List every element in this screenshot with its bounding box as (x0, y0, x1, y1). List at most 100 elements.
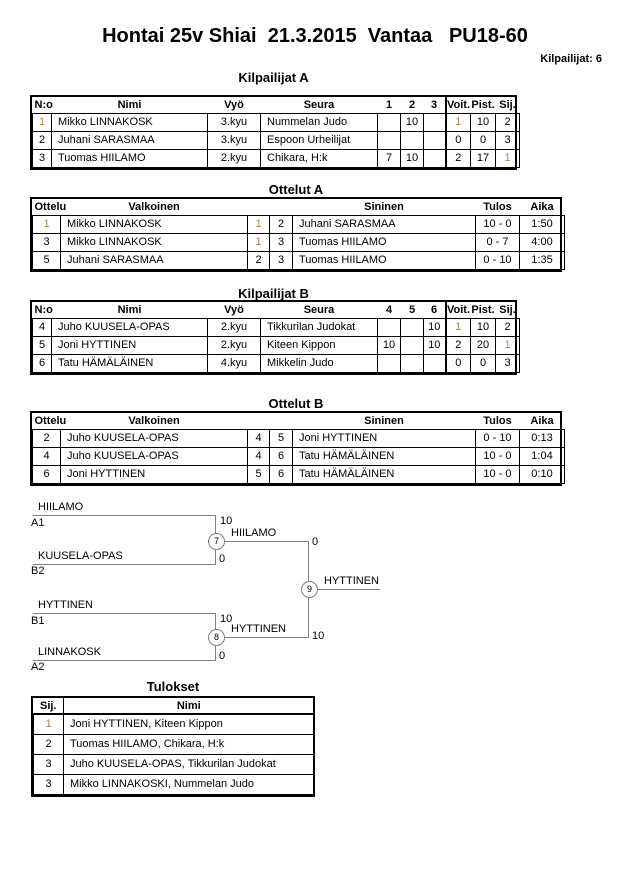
cell-blue-no: 5 (269, 428, 293, 448)
cell-place: 3 (33, 773, 64, 795)
col-header-wins: Voit. (444, 302, 471, 319)
cell-belt: 3.kyu (207, 112, 261, 132)
table-row: 3 Tuomas HIILAMO 2.kyu Chikara, H:k 7 10… (32, 148, 520, 168)
cell-white-name: Mikko LINNAKOSK (60, 214, 248, 234)
cell-result: 10 - 0 (475, 464, 520, 484)
cell-m2 (400, 353, 424, 373)
cell-blue-name: Tatu HÄMÄLÄINEN (292, 446, 476, 466)
table-row: 5 Joni HYTTINEN 2.kyu Kiteen Kippon 10 1… (32, 335, 520, 355)
cell-m1 (377, 353, 401, 373)
cell-place: 2 (495, 112, 520, 132)
cell-place: 2 (33, 733, 64, 755)
cell-name: Mikko LINNAKOSKI, Nummelan Judo (63, 773, 314, 795)
cell-blue-name: Tatu HÄMÄLÄINEN (292, 464, 476, 484)
col-header-place: Sij. (495, 302, 520, 319)
table-row: 6 Tatu HÄMÄLÄINEN 4.kyu Mikkelin Judo 0 … (32, 353, 520, 373)
bracket-score: 10 (220, 613, 233, 625)
bracket-winner-name: HIILAMO (231, 527, 277, 539)
table-header-row: N:o Nimi Vyö Seura 4 5 6 Voit. Pist. Sij… (32, 302, 520, 319)
table-header-row: Ottelu Valkoinen Sininen Tulos Aika (32, 199, 565, 216)
cell-m3: 10 (423, 335, 446, 355)
cell-m3 (423, 112, 446, 132)
col-header-m1: 4 (377, 302, 401, 319)
col-header-place: Sij. (495, 97, 520, 114)
cell-name: Joni HYTTINEN, Kiteen Kippon (63, 713, 314, 735)
table-row: 6 Joni HYTTINEN 5 6 Tatu HÄMÄLÄINEN 10 -… (32, 464, 565, 484)
cell-white-name: Mikko LINNAKOSK (60, 232, 248, 252)
cell-name: Joni HYTTINEN (51, 335, 208, 355)
cell-no: 3 (32, 148, 52, 168)
bracket-line (216, 637, 308, 638)
col-header-result: Tulos (475, 199, 520, 216)
col-header-white: Valkoinen (60, 199, 248, 216)
cell-time: 1:04 (519, 446, 565, 466)
cell-m3 (423, 353, 446, 373)
col-header-name: Nimi (51, 302, 208, 319)
cell-place: 2 (495, 317, 520, 337)
cell-blue-no: 3 (269, 250, 293, 270)
col-header-no: N:o (32, 302, 53, 319)
bracket-score: 0 (219, 650, 226, 662)
cell-white-no: 5 (247, 464, 270, 484)
col-header-name: Nimi (63, 698, 314, 715)
cell-blue-no: 6 (269, 446, 293, 466)
section-title-pool-a: Kilpailijat A (238, 70, 309, 85)
col-header-m3: 3 (423, 97, 446, 114)
col-header-result: Tulos (475, 413, 520, 430)
bracket-winner-name: HYTTINEN (231, 623, 286, 635)
cell-white-name: Joni HYTTINEN (60, 464, 248, 484)
cell-result: 0 - 7 (475, 232, 520, 252)
table-row: 2 Juhani SARASMAA 3.kyu Espoon Urheilija… (32, 130, 520, 150)
cell-points: 0 (470, 130, 496, 150)
cell-wins: 1 (444, 112, 471, 132)
table-row: 5 Juhani SARASMAA 2 3 Tuomas HIILAMO 0 -… (32, 250, 565, 270)
cell-name: Tuomas HIILAMO, Chikara, H:k (63, 733, 314, 755)
cell-no: 2 (32, 130, 52, 150)
bracket-competitor-name: HYTTINEN (38, 599, 93, 611)
bracket-line (33, 515, 216, 516)
cell-no: 6 (32, 353, 52, 373)
cell-blue-no: 3 (269, 232, 293, 252)
col-header-wins: Voit. (444, 97, 471, 114)
section-title-matches-a: Ottelut A (268, 182, 324, 197)
results-table: Sij. Nimi 1 Joni HYTTINEN, Kiteen Kippon… (31, 696, 315, 797)
bracket-seed-label: B1 (31, 615, 45, 627)
table-row: 3 Mikko LINNAKOSKI, Nummelan Judo (33, 773, 314, 795)
bracket-competitor-name: HIILAMO (38, 501, 84, 513)
cell-name: Tuomas HIILAMO (51, 148, 208, 168)
col-header-time: Aika (519, 413, 565, 430)
cell-place: 3 (495, 130, 520, 150)
cell-match-no: 2 (32, 428, 61, 448)
table-header-row: Sij. Nimi (33, 698, 314, 715)
cell-club: Mikkelin Judo (260, 353, 378, 373)
bracket-line (33, 660, 216, 661)
cell-blue-name: Juhani SARASMAA (292, 214, 476, 234)
cell-name: Juho KUUSELA-OPAS (51, 317, 208, 337)
cell-time: 1:35 (519, 250, 565, 270)
cell-no: 1 (32, 112, 52, 132)
cell-club: Tikkurilan Judokat (260, 317, 378, 337)
col-header-place: Sij. (33, 698, 64, 715)
bracket-seed-label: B2 (31, 565, 45, 577)
cell-wins: 2 (444, 148, 471, 168)
cell-belt: 4.kyu (207, 353, 261, 373)
cell-m1 (377, 112, 401, 132)
cell-result: 0 - 10 (475, 250, 520, 270)
cell-belt: 2.kyu (207, 148, 261, 168)
cell-white-no: 4 (247, 428, 270, 448)
cell-club: Kiteen Kippon (260, 335, 378, 355)
bracket-competitor-name: LINNAKOSK (38, 646, 101, 658)
cell-points: 10 (470, 112, 496, 132)
col-header-m1: 1 (377, 97, 401, 114)
cell-m2 (400, 130, 424, 150)
cell-blue-no: 2 (269, 214, 293, 234)
col-header-belt: Vyö (207, 302, 261, 319)
table-header-row: Ottelu Valkoinen Sininen Tulos Aika (32, 413, 565, 430)
cell-wins: 0 (444, 130, 471, 150)
section-title-pool-b: Kilpailijat B (238, 286, 309, 301)
cell-club: Chikara, H:k (260, 148, 378, 168)
col-header-match: Ottelu (32, 413, 66, 430)
cell-blue-name: Tuomas HIILAMO (292, 232, 476, 252)
bracket-competitor-name: KUUSELA-OPAS (38, 550, 123, 562)
col-header-points: Pist. (470, 302, 496, 319)
